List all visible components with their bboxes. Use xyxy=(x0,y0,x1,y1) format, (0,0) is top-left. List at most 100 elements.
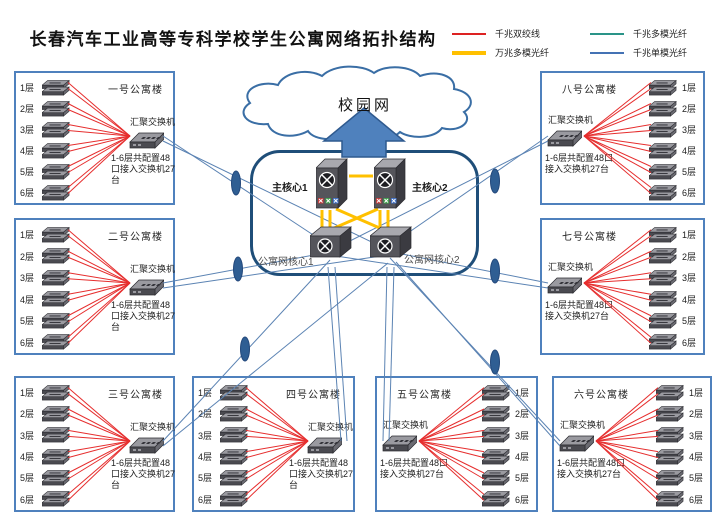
floor-label: 1层 xyxy=(682,230,697,241)
floor-switch-icon xyxy=(220,384,248,401)
aggregation-switch-icon xyxy=(129,437,165,454)
floor-label: 2层 xyxy=(689,409,704,420)
building-name: 三号公寓楼 xyxy=(108,390,163,401)
floor-label: 2层 xyxy=(20,251,35,262)
aggregation-switch-icon xyxy=(129,279,165,296)
floor-switch-icon xyxy=(649,226,677,243)
floor-switch-icon xyxy=(649,291,677,307)
aggregation-switch: 汇聚交换机 xyxy=(546,113,593,154)
floor-row: 1层 xyxy=(649,77,699,98)
floor-list: 1层 2层 3层 4层 5层 xyxy=(198,382,248,510)
floor-label: 6层 xyxy=(515,494,530,505)
floor-row: 4层 xyxy=(482,446,532,467)
floor-row: 1层 xyxy=(656,382,706,403)
floor-label: 2层 xyxy=(682,251,697,262)
building-name: 六号公寓楼 xyxy=(574,390,629,401)
floor-switch-icon xyxy=(656,427,684,444)
floor-label: 1层 xyxy=(689,388,704,399)
floor-label: 3层 xyxy=(198,430,213,441)
aggregation-switch-icon xyxy=(382,435,418,452)
legend-line-swatch xyxy=(590,32,624,35)
floor-label: 2层 xyxy=(682,104,697,114)
fiber-coupler-ellipse xyxy=(490,168,500,194)
floor-label: 5层 xyxy=(198,473,213,484)
floor-switch-icon xyxy=(42,427,70,444)
floor-row: 6层 xyxy=(20,182,70,203)
config-note: 1-6层共配置48口接入交换机27台 xyxy=(111,300,176,332)
floor-list: 1层 2层 3层 4层 5层 xyxy=(649,224,699,353)
legend-line-swatch xyxy=(452,50,486,55)
building-name: 二号公寓楼 xyxy=(108,232,163,243)
aggregation-switch: 汇聚交换机 xyxy=(128,420,175,461)
floor-switch-icon xyxy=(220,491,248,507)
floor-label: 6层 xyxy=(682,188,697,198)
floor-label: 1层 xyxy=(198,388,213,399)
floor-list: 1层 2层 3层 4层 5层 xyxy=(20,77,70,203)
apartment-core-switch-1-icon xyxy=(310,226,352,258)
floor-row: 6层 xyxy=(649,182,699,203)
floor-label: 1层 xyxy=(682,83,697,93)
floor-row: 6层 xyxy=(649,332,699,354)
floor-label: 3层 xyxy=(682,273,697,284)
floor-label: 4层 xyxy=(682,294,697,305)
floor-label: 6层 xyxy=(20,494,35,505)
floor-label: 4层 xyxy=(20,452,35,463)
config-note: 1-6层共配置48口接入交换机27台 xyxy=(111,458,176,490)
legend-label: 千兆单模光纤 xyxy=(633,48,688,58)
floor-row: 6层 xyxy=(656,489,706,510)
config-note: 1-6层共配置48口接入交换机27台 xyxy=(289,458,354,490)
floor-switch-icon xyxy=(649,100,677,117)
floor-list: 1层 2层 3层 4层 5层 xyxy=(482,382,532,510)
main-core-1-label: 主核心1 xyxy=(272,183,308,194)
floor-row: 3层 xyxy=(649,267,699,289)
floor-switch-icon xyxy=(42,312,70,329)
config-note: 1-6层共配置48口接入交换机27台 xyxy=(545,300,614,321)
floor-label: 2层 xyxy=(198,409,213,420)
building-name: 五号公寓楼 xyxy=(397,390,452,401)
floor-label: 5层 xyxy=(682,167,697,177)
floor-switch-icon xyxy=(482,384,510,401)
floor-row: 6层 xyxy=(198,489,248,510)
building-box-4: 四号公寓楼 1层 2层 3层 4层 5层 xyxy=(192,376,355,512)
floor-list: 1层 2层 3层 4层 5层 xyxy=(649,77,699,203)
legend-label: 千兆多模光纤 xyxy=(633,29,688,39)
building-box-3: 三号公寓楼 1层 2层 3层 4层 5层 xyxy=(14,376,175,512)
floor-switch-icon xyxy=(42,405,70,422)
floor-row: 3层 xyxy=(20,119,70,140)
floor-label: 1层 xyxy=(20,230,35,241)
floor-label: 4层 xyxy=(682,146,697,156)
fiber-coupler-ellipse xyxy=(231,170,241,196)
floor-label: 4层 xyxy=(20,294,35,305)
floor-switch-icon xyxy=(42,334,70,350)
legend-item-1: 千兆双绞线 xyxy=(452,27,590,40)
floor-switch-icon xyxy=(42,121,70,138)
floor-switch-icon xyxy=(42,291,70,307)
floor-switch-icon xyxy=(220,448,248,465)
aggregation-switch-icon xyxy=(547,277,583,294)
floor-list: 1层 2层 3层 4层 5层 xyxy=(20,382,70,510)
fiber-coupler-ellipse xyxy=(490,349,500,375)
floor-switch-icon xyxy=(220,427,248,444)
aggregation-switch-label: 汇聚交换机 xyxy=(548,115,594,125)
floor-switch-icon xyxy=(42,184,70,201)
floor-label: 2层 xyxy=(20,104,35,114)
building-name: 七号公寓楼 xyxy=(562,232,617,243)
floor-row: 3层 xyxy=(482,425,532,446)
config-note: 1-6层共配置48口接入交换机27台 xyxy=(111,153,176,185)
fiber-coupler-ellipse xyxy=(233,256,243,282)
legend-label: 千兆双绞线 xyxy=(495,29,541,39)
floor-row: 4层 xyxy=(649,289,699,311)
aggregation-switch: 汇聚交换机 xyxy=(558,418,605,459)
floor-row: 1层 xyxy=(198,382,248,403)
aggregation-switch: 汇聚交换机 xyxy=(128,262,175,303)
aggregation-switch-icon xyxy=(129,132,165,149)
aggregation-switch-icon xyxy=(307,437,343,454)
building-box-5: 五号公寓楼 1层 2层 3层 4层 5层 xyxy=(375,376,538,512)
floor-row: 4层 xyxy=(198,446,248,467)
floor-row: 4层 xyxy=(20,446,70,467)
config-note: 1-6层共配置48口接入交换机27台 xyxy=(557,458,626,479)
floor-switch-icon xyxy=(42,448,70,465)
floor-row: 5层 xyxy=(20,161,70,182)
floor-switch-icon xyxy=(649,269,677,286)
floor-label: 2层 xyxy=(20,409,35,420)
